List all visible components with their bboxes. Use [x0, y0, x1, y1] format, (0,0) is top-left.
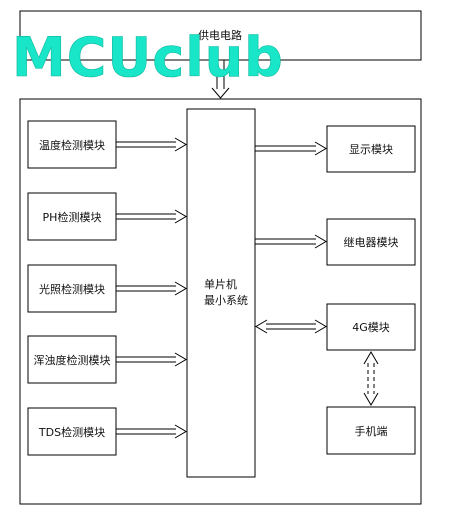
sensor-tds: TDS检测模块: [27, 407, 117, 456]
sensor-ph-label: PH检测模块: [43, 210, 102, 224]
arrow-tds: [116, 424, 187, 439]
mcu-block: [186, 108, 256, 478]
output-display: 显示模块: [326, 125, 416, 173]
sensor-ph: PH检测模块: [27, 192, 117, 241]
watermark-logo: MCUclub: [12, 26, 284, 89]
output-relay-label: 继电器模块: [344, 236, 399, 249]
output-4g: 4G模块: [326, 303, 416, 351]
output-modules: 显示模块 继电器模块 4G模块 手机端: [326, 125, 416, 455]
sensor-turbidity-label: 浑浊度检测模块: [34, 353, 111, 367]
power-supply-block: [19, 10, 422, 61]
mcu-label-line2: 最小系统: [204, 294, 248, 307]
sensor-light-label: 光照检测模块: [39, 282, 105, 296]
system-frame: [19, 98, 422, 505]
sensor-temperature: 温度检测模块: [27, 120, 117, 169]
arrow-ph: [116, 209, 187, 224]
power-supply-label: 供电电路: [198, 28, 242, 42]
sensor-temperature-label: 温度检测模块: [39, 138, 105, 152]
sensor-arrows: [116, 137, 187, 439]
sensor-light: 光照检测模块: [27, 264, 117, 313]
sensor-modules: 温度检测模块 PH检测模块 光照检测模块 浑浊度检测模块 TDS检测模块: [27, 120, 117, 456]
phone-block: 手机端: [326, 406, 416, 455]
arrow-turbidity: [116, 352, 187, 367]
output-4g-label: 4G模块: [352, 321, 390, 334]
power-arrow: [211, 60, 230, 99]
sensor-tds-label: TDS检测模块: [38, 425, 105, 439]
output-display-label: 显示模块: [349, 143, 393, 156]
output-relay: 继电器模块: [326, 218, 416, 266]
wireless-link: [363, 351, 379, 406]
arrow-temperature: [116, 137, 187, 152]
arrow-display: [255, 141, 327, 156]
arrow-light: [116, 281, 187, 296]
arrow-relay: [255, 234, 327, 249]
phone-label: 手机端: [355, 424, 388, 438]
mcu-label-line1: 单片机: [204, 277, 237, 291]
output-arrows: [255, 141, 327, 334]
sensor-turbidity: 浑浊度检测模块: [27, 335, 117, 384]
arrow-4g-bidirectional: [255, 319, 327, 334]
